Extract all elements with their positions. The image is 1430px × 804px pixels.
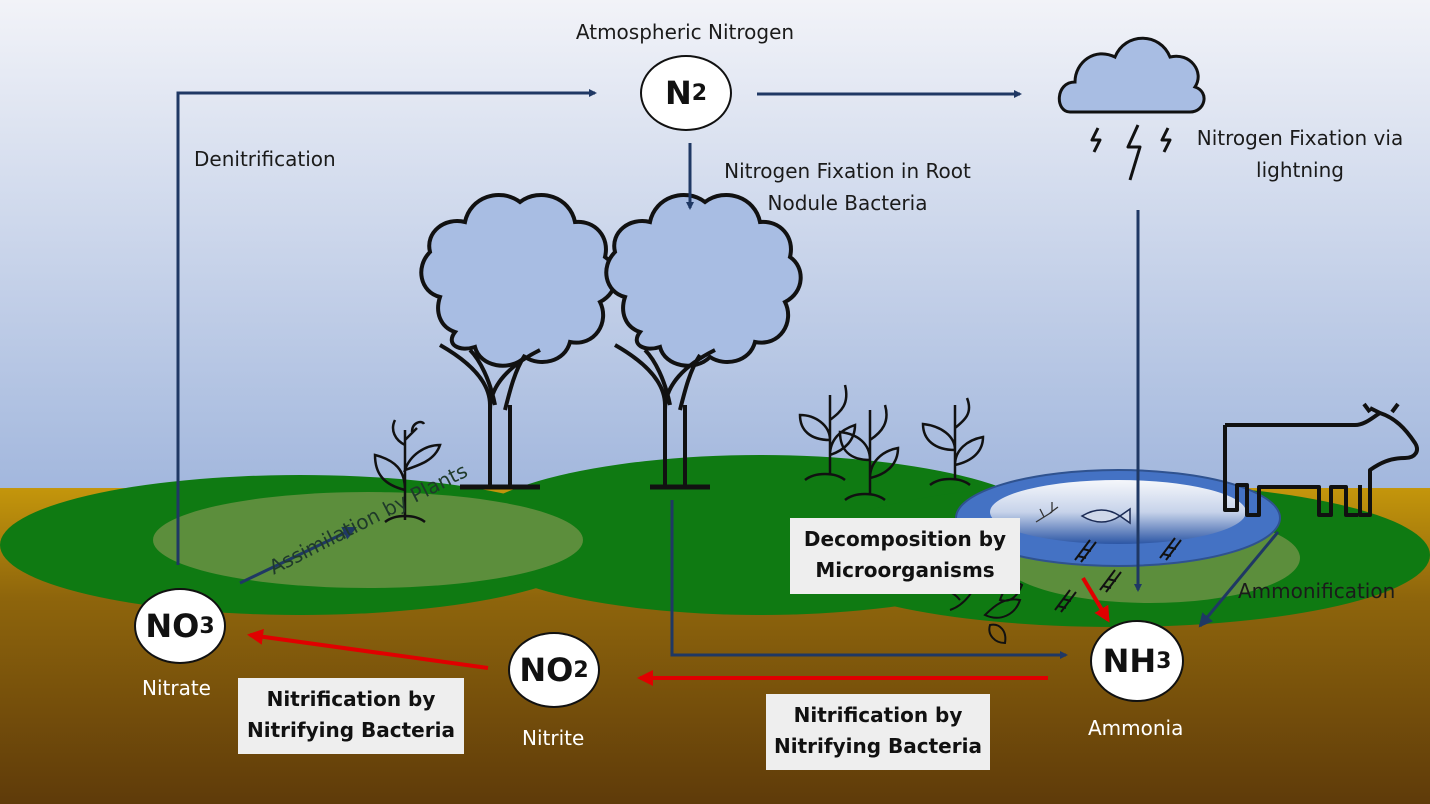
decomposition-box: Decomposition by Microorganisms (790, 518, 1020, 594)
fish-icon (1080, 507, 1131, 525)
nh3-symbol: NH (1102, 642, 1157, 680)
no2-subscript: 2 (573, 657, 589, 683)
no2-caption: Nitrite (522, 726, 585, 750)
denitrification-label: Denitrification (194, 147, 336, 171)
n2-symbol: N (664, 74, 692, 112)
diagram-title: Atmospheric Nitrogen (575, 20, 795, 44)
nitrification-right-line1: Nitrification by (793, 703, 963, 727)
nitrification-left-line1: Nitrification by (266, 687, 436, 711)
no2-symbol: NO (519, 651, 574, 689)
decomposition-line2: Microorganisms (815, 558, 995, 582)
seedling-icon (838, 404, 900, 502)
pond (955, 469, 1281, 567)
nitrification-arrow-left (247, 628, 489, 670)
cloud-icon (1057, 36, 1206, 114)
decomposition-arrow (1081, 576, 1110, 623)
no3-symbol: NO (145, 607, 200, 645)
nitrification-right-line2: Nitrifying Bacteria (774, 734, 982, 758)
tree-icon (419, 192, 618, 490)
nitrification-box-right: Nitrification by Nitrifying Bacteria (766, 694, 990, 770)
root-fixation-label-line1: Nitrogen Fixation in Root (724, 159, 971, 183)
ammonification-label: Ammonification (1238, 579, 1396, 603)
tree-to-nh3-arrow (670, 500, 1068, 659)
decomposition-line1: Decomposition by (803, 527, 1007, 551)
n2-subscript: 2 (691, 80, 708, 106)
root-fixation-label-line2: Nodule Bacteria (767, 191, 928, 215)
seedling-icon (373, 419, 442, 524)
denitrification-arrow (176, 89, 597, 565)
lightning-fixation-label-line1: Nitrogen Fixation via (1196, 126, 1404, 150)
lightning-icon (1090, 124, 1172, 181)
nitrification-left-line2: Nitrifying Bacteria (247, 718, 455, 742)
cow-icon (1223, 402, 1419, 517)
nh3-caption: Ammonia (1088, 716, 1184, 740)
seedling-icon (798, 384, 857, 482)
tree-icon (604, 192, 803, 490)
no3-caption: Nitrate (142, 676, 211, 700)
no3-subscript: 3 (199, 613, 215, 639)
light-patch-left (153, 492, 583, 588)
nh3-subscript: 3 (1156, 648, 1172, 674)
nitrification-box-left: Nitrification by Nitrifying Bacteria (238, 678, 464, 754)
assimilation-arrow (239, 526, 357, 585)
seedling-icon (921, 397, 985, 487)
lightning-fixation-label-line2: lightning (1256, 158, 1344, 182)
plant-icon (1035, 502, 1059, 523)
ammonification-arrow (1198, 531, 1280, 628)
dna-icon (1054, 537, 1182, 613)
